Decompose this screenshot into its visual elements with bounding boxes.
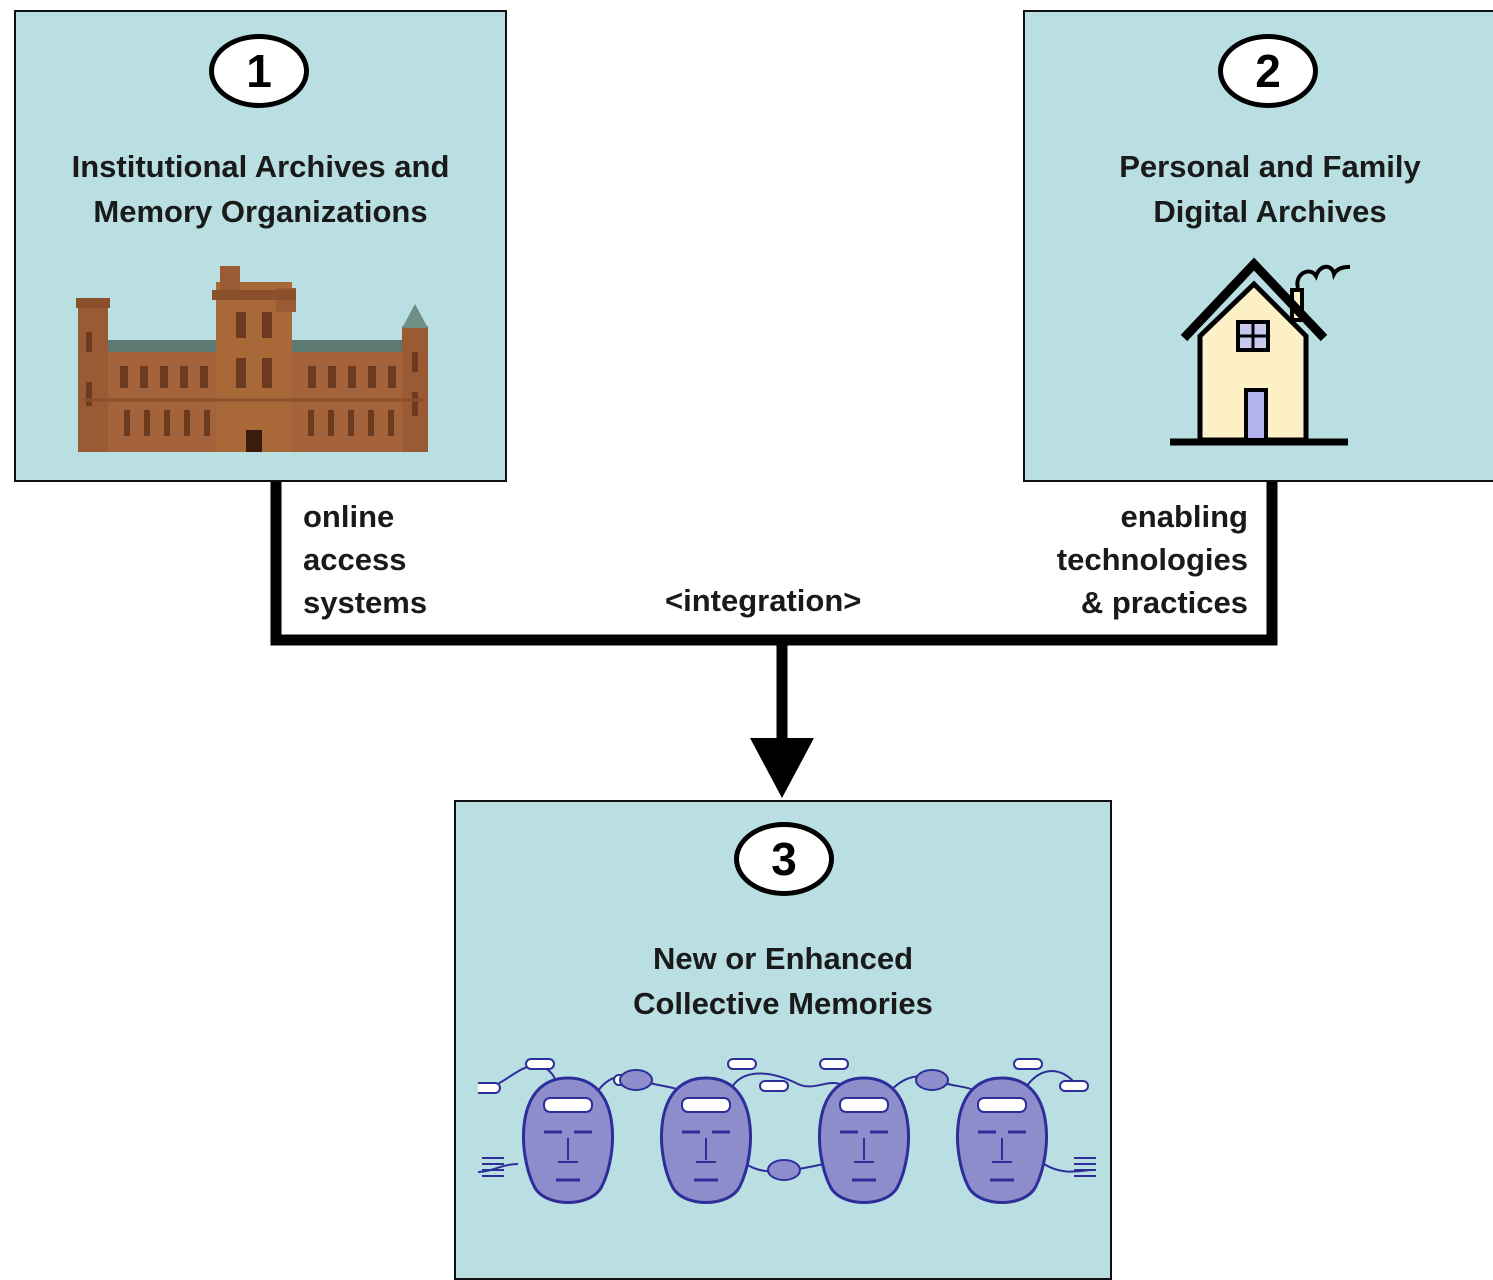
head-icon <box>521 1076 615 1204</box>
title-line: Digital Archives <box>1153 194 1387 229</box>
memory-node-icon <box>915 1069 949 1091</box>
label-line: access <box>303 542 407 577</box>
memory-node-icon <box>819 1058 849 1070</box>
label-line: enabling <box>1120 499 1248 534</box>
personal-archives-title: Personal and Family Digital Archives <box>1025 144 1493 234</box>
title-line: Memory Organizations <box>93 194 428 229</box>
label-line: systems <box>303 585 428 620</box>
head-icon <box>955 1076 1049 1204</box>
title-line: Collective Memories <box>633 986 933 1021</box>
personal-archives-box: 2 Personal and Family Digital Archives <box>1023 10 1493 482</box>
arrowhead-icon <box>750 738 814 798</box>
memory-node-icon <box>767 1159 801 1181</box>
head-icon <box>817 1076 911 1204</box>
label-line: & practices <box>1080 585 1248 620</box>
enabling-technologies-label: enabling technologies & practices <box>1057 495 1248 624</box>
collective-memories-title: New or Enhanced Collective Memories <box>456 936 1110 1026</box>
memory-node-icon <box>525 1058 555 1070</box>
memory-node-icon <box>759 1080 789 1092</box>
step-number-3: 3 <box>734 822 834 896</box>
memory-node-icon <box>1059 1080 1089 1092</box>
house-icon <box>1170 257 1350 446</box>
memory-node-icon <box>619 1069 653 1091</box>
online-access-systems-label: online access systems <box>303 495 427 624</box>
connected-heads-icon <box>478 1058 1096 1204</box>
institutional-archives-box: 1 Institutional Archives and Memory Orga… <box>14 10 507 482</box>
collective-memories-box: 3 New or Enhanced Collective Memories <box>454 800 1112 1280</box>
title-line: New or Enhanced <box>652 941 914 976</box>
title-line: Personal and Family <box>1119 149 1421 184</box>
head-icon <box>659 1076 753 1204</box>
title-line: Institutional Archives and <box>71 149 450 184</box>
integration-label: <integration> <box>665 583 862 618</box>
label-line: technologies <box>1056 542 1248 577</box>
memory-node-icon <box>1013 1058 1043 1070</box>
step-number-1: 1 <box>209 34 309 108</box>
castle-icon <box>76 266 428 452</box>
memory-node-icon <box>478 1082 501 1094</box>
step-number-2: 2 <box>1218 34 1318 108</box>
institutional-archives-title: Institutional Archives and Memory Organi… <box>16 144 505 234</box>
memory-node-icon <box>727 1058 757 1070</box>
label-line: online <box>303 499 395 534</box>
